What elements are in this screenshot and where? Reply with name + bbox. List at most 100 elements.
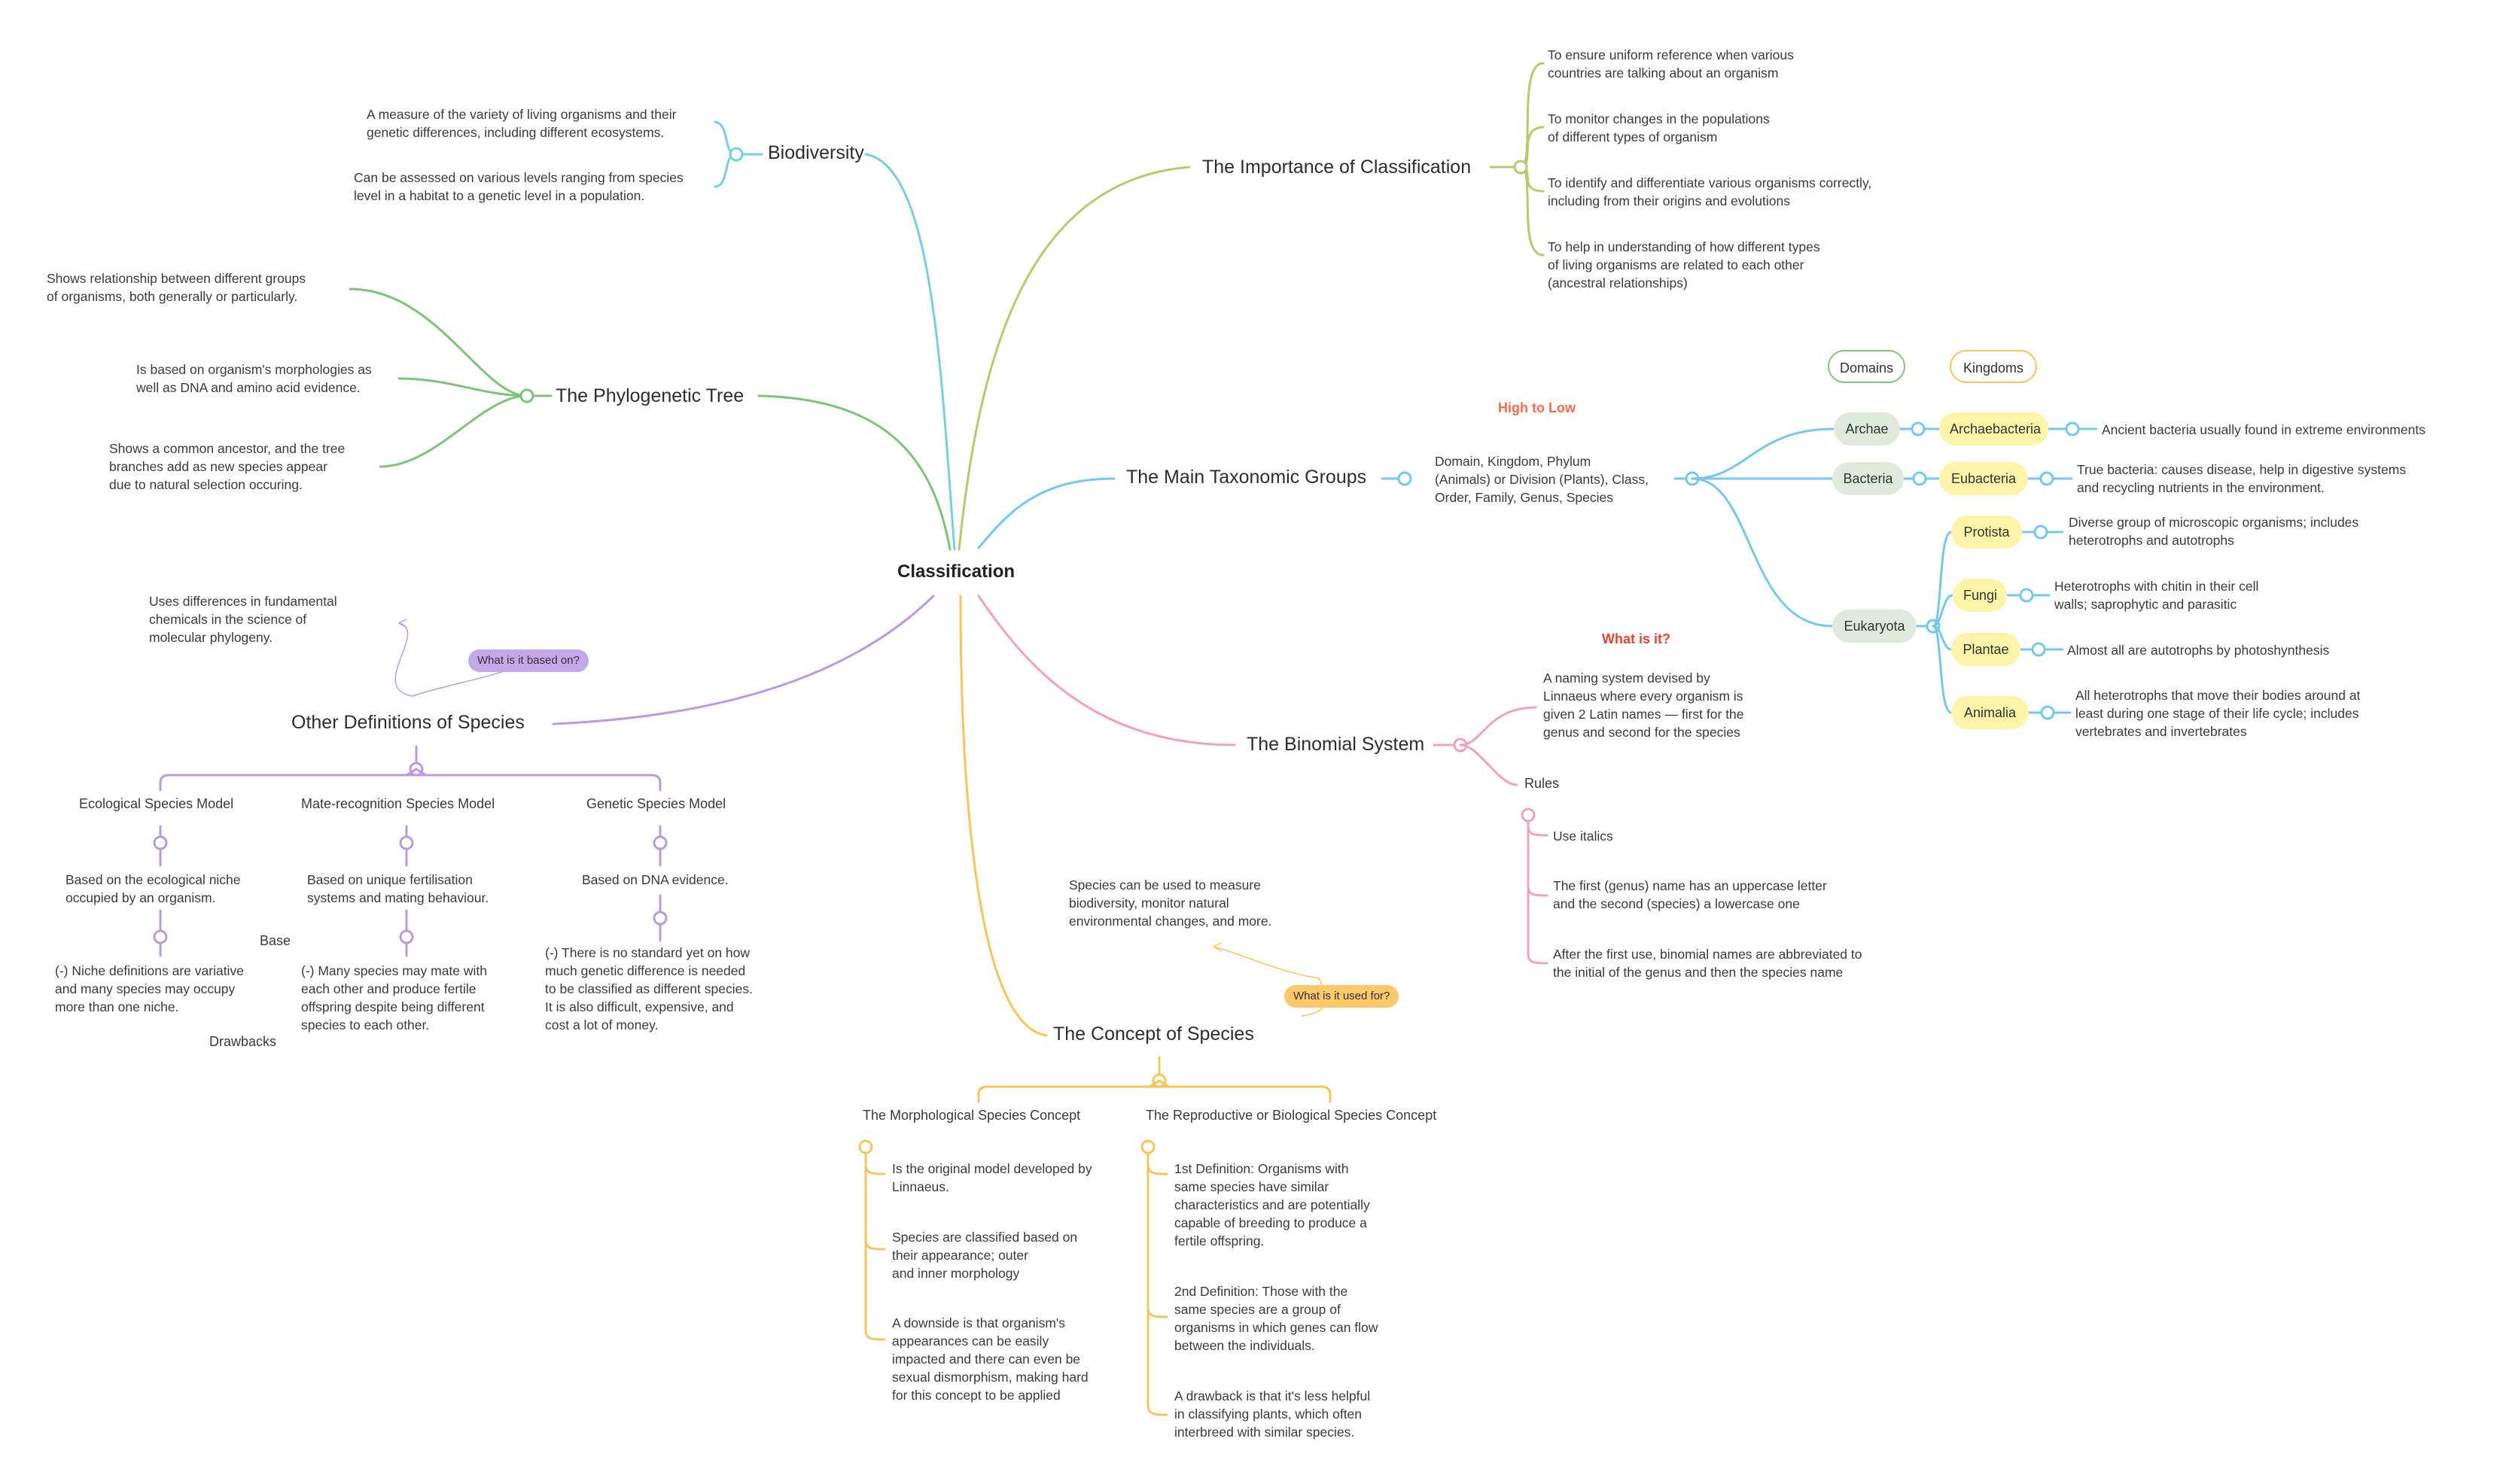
eubacteria-desc[interactable]: True bacteria: causes disease, help in d…	[2077, 462, 2407, 495]
connector-line	[1519, 166, 1545, 257]
mate-recognition-model-basis[interactable]: Based on unique fertilisation systems an…	[307, 872, 489, 905]
tag-arrowhead	[398, 619, 407, 628]
mate-recognition-model-title[interactable]: Mate-recognition Species Model	[301, 796, 495, 811]
connector-line	[349, 287, 528, 397]
phylogenetic-point[interactable]: Shows a common ancestor, and the tree br…	[109, 441, 346, 492]
protista-desc[interactable]: Diverse group of microscopic organisms; …	[2069, 515, 2359, 548]
ecological-model-basis[interactable]: Based on the ecological niche occupied b…	[65, 872, 241, 905]
plantae-node[interactable]	[2031, 642, 2046, 657]
bacteria-node[interactable]	[1912, 471, 1927, 486]
binomial-rule[interactable]: Use italics	[1553, 829, 1613, 844]
connector-line	[379, 394, 528, 468]
branch-link-importance	[958, 166, 1191, 551]
legend-kingdoms: Kingdoms	[1950, 350, 2037, 383]
phylogenetic-point[interactable]: Is based on organism's morphologies as w…	[136, 362, 372, 395]
kingdom-eubacteria[interactable]: Eubacteria	[1939, 462, 2028, 495]
taxonomic-node[interactable]	[1397, 471, 1412, 486]
ecological-model-drawback[interactable]: (-) Niche definitions are variative and …	[55, 963, 244, 1014]
binomial-rules-label[interactable]: Rules	[1524, 776, 1560, 791]
archaebacteria-desc[interactable]: Ancient bacteria usually found in extrem…	[2102, 422, 2425, 437]
morphological-point[interactable]: Species are classified based on their ap…	[892, 1230, 1078, 1281]
branch-phylogenetic-tree[interactable]: The Phylogenetic Tree	[556, 385, 745, 406]
other-definitions-tag-note: Uses differences in fundamental chemical…	[149, 594, 337, 645]
kingdom-protista[interactable]: Protista	[1951, 515, 2022, 549]
reproductive-point[interactable]: A drawback is that it's less helpful in …	[1174, 1388, 1371, 1440]
biodiversity-point[interactable]: Can be assessed on various levels rangin…	[354, 170, 684, 203]
morphological-node[interactable]	[858, 1139, 873, 1154]
archaebacteria-node[interactable]	[2065, 421, 2080, 436]
importance-point[interactable]: To identify and differentiate various or…	[1548, 175, 1872, 208]
branch-concept-of-species[interactable]: The Concept of Species	[1053, 1023, 1254, 1045]
kingdom-plantae[interactable]: Plantae	[1951, 633, 2020, 666]
genetic-model-basis[interactable]: Based on DNA evidence.	[582, 872, 729, 887]
branch-biodiversity[interactable]: Biodiversity	[768, 142, 864, 163]
ecological-model-title[interactable]: Ecological Species Model	[79, 796, 234, 811]
note-high-to-low: High to Low	[1498, 400, 1576, 415]
basis-node[interactable]	[399, 929, 414, 944]
branch-importance-of-classification[interactable]: The Importance of Classification	[1202, 157, 1472, 178]
domain-eukaryota[interactable]: Eukaryota	[1832, 610, 1917, 643]
binomial-rule[interactable]: After the first use, binomial names are …	[1553, 947, 1862, 980]
basis-node[interactable]	[653, 911, 668, 926]
branch-link-biodiversity	[864, 153, 956, 551]
importance-point[interactable]: To help in understanding of how differen…	[1548, 239, 1820, 290]
connector-line	[864, 1329, 886, 1341]
genetic-model-drawback[interactable]: (-) There is no standard yet on how much…	[545, 945, 753, 1032]
tag-what-is-it-based-on[interactable]: What is it based on?	[468, 649, 589, 672]
phylogenetic-point[interactable]: Shows relationship between different gro…	[47, 271, 306, 304]
reproductive-point[interactable]: 1st Definition: Organisms with same spec…	[1174, 1161, 1370, 1248]
connector-line	[1459, 706, 1537, 747]
fungi-node[interactable]	[2019, 588, 2034, 603]
legend-domains: Domains	[1828, 350, 1905, 383]
binomial-definition[interactable]: A naming system devised by Linnaeus wher…	[1543, 671, 1744, 740]
binomial-rule[interactable]: The first (genus) name has an uppercase …	[1553, 878, 1827, 911]
mate-recognition-model-drawback[interactable]: (-) Many species may mate with each othe…	[301, 963, 488, 1032]
model-node[interactable]	[653, 835, 668, 850]
connector-line	[1148, 1079, 1171, 1088]
tag-connector	[1213, 946, 1320, 979]
model-node[interactable]	[399, 835, 414, 850]
root-node-classification[interactable]: Classification	[897, 561, 1016, 582]
rules-node[interactable]	[1521, 807, 1536, 823]
connector-line	[1527, 885, 1548, 897]
reproductive-node[interactable]	[1140, 1139, 1156, 1154]
biodiversity-node[interactable]	[729, 147, 744, 162]
taxonomic-ranks[interactable]: Domain, Kingdom, Phylum (Animals) or Div…	[1435, 454, 1649, 505]
importance-node[interactable]	[1513, 160, 1528, 175]
archae-node[interactable]	[1911, 421, 1926, 436]
domain-archae[interactable]: Archae	[1834, 412, 1900, 446]
biodiversity-point[interactable]: A measure of the variety of living organ…	[367, 107, 677, 140]
morphological-concept-title[interactable]: The Morphological Species Concept	[863, 1108, 1081, 1123]
plantae-desc[interactable]: Almost all are autotrophs by photoshynth…	[2067, 643, 2330, 658]
phylogenetic-node[interactable]	[519, 388, 534, 403]
connector-line	[1932, 531, 1953, 628]
connector-line	[1146, 1306, 1168, 1318]
kingdom-animalia[interactable]: Animalia	[1951, 696, 2029, 729]
importance-point[interactable]: To ensure uniform reference when various…	[1548, 47, 1794, 81]
branch-binomial-system[interactable]: The Binomial System	[1247, 734, 1425, 755]
model-node[interactable]	[153, 835, 168, 850]
connector-line	[1459, 744, 1518, 786]
morphological-point[interactable]: A downside is that organism's appearance…	[892, 1315, 1089, 1403]
eubacteria-node[interactable]	[2039, 471, 2054, 486]
branch-other-definitions[interactable]: Other Definitions of Species	[291, 712, 525, 733]
protista-node[interactable]	[2033, 525, 2048, 540]
reproductive-point[interactable]: 2nd Definition: Those with the same spec…	[1174, 1284, 1378, 1353]
domain-bacteria[interactable]: Bacteria	[1832, 462, 1904, 495]
genetic-model-title[interactable]: Genetic Species Model	[586, 796, 726, 811]
animalia-node[interactable]	[2040, 705, 2055, 720]
kingdom-fungi[interactable]: Fungi	[1953, 579, 2007, 612]
morphological-point[interactable]: Is the original model developed by Linna…	[892, 1161, 1092, 1194]
tag-what-is-it-used-for[interactable]: What is it used for?	[1284, 985, 1399, 1008]
connector-line	[864, 1239, 886, 1251]
kingdom-archaebacteria[interactable]: Archaebacteria	[1939, 412, 2048, 446]
reproductive-concept-title[interactable]: The Reproductive or Biological Species C…	[1146, 1108, 1437, 1123]
branch-main-taxonomic-groups[interactable]: The Main Taxonomic Groups	[1126, 467, 1367, 488]
connector-line	[1527, 953, 1548, 965]
connector-line	[397, 377, 528, 397]
fungi-desc[interactable]: Heterotrophs with chitin in their cell w…	[2054, 579, 2259, 612]
importance-point[interactable]: To monitor changes in the populations of…	[1548, 111, 1770, 144]
animalia-desc[interactable]: All heterotrophs that move their bodies …	[2075, 688, 2361, 739]
basis-node[interactable]	[153, 929, 168, 944]
